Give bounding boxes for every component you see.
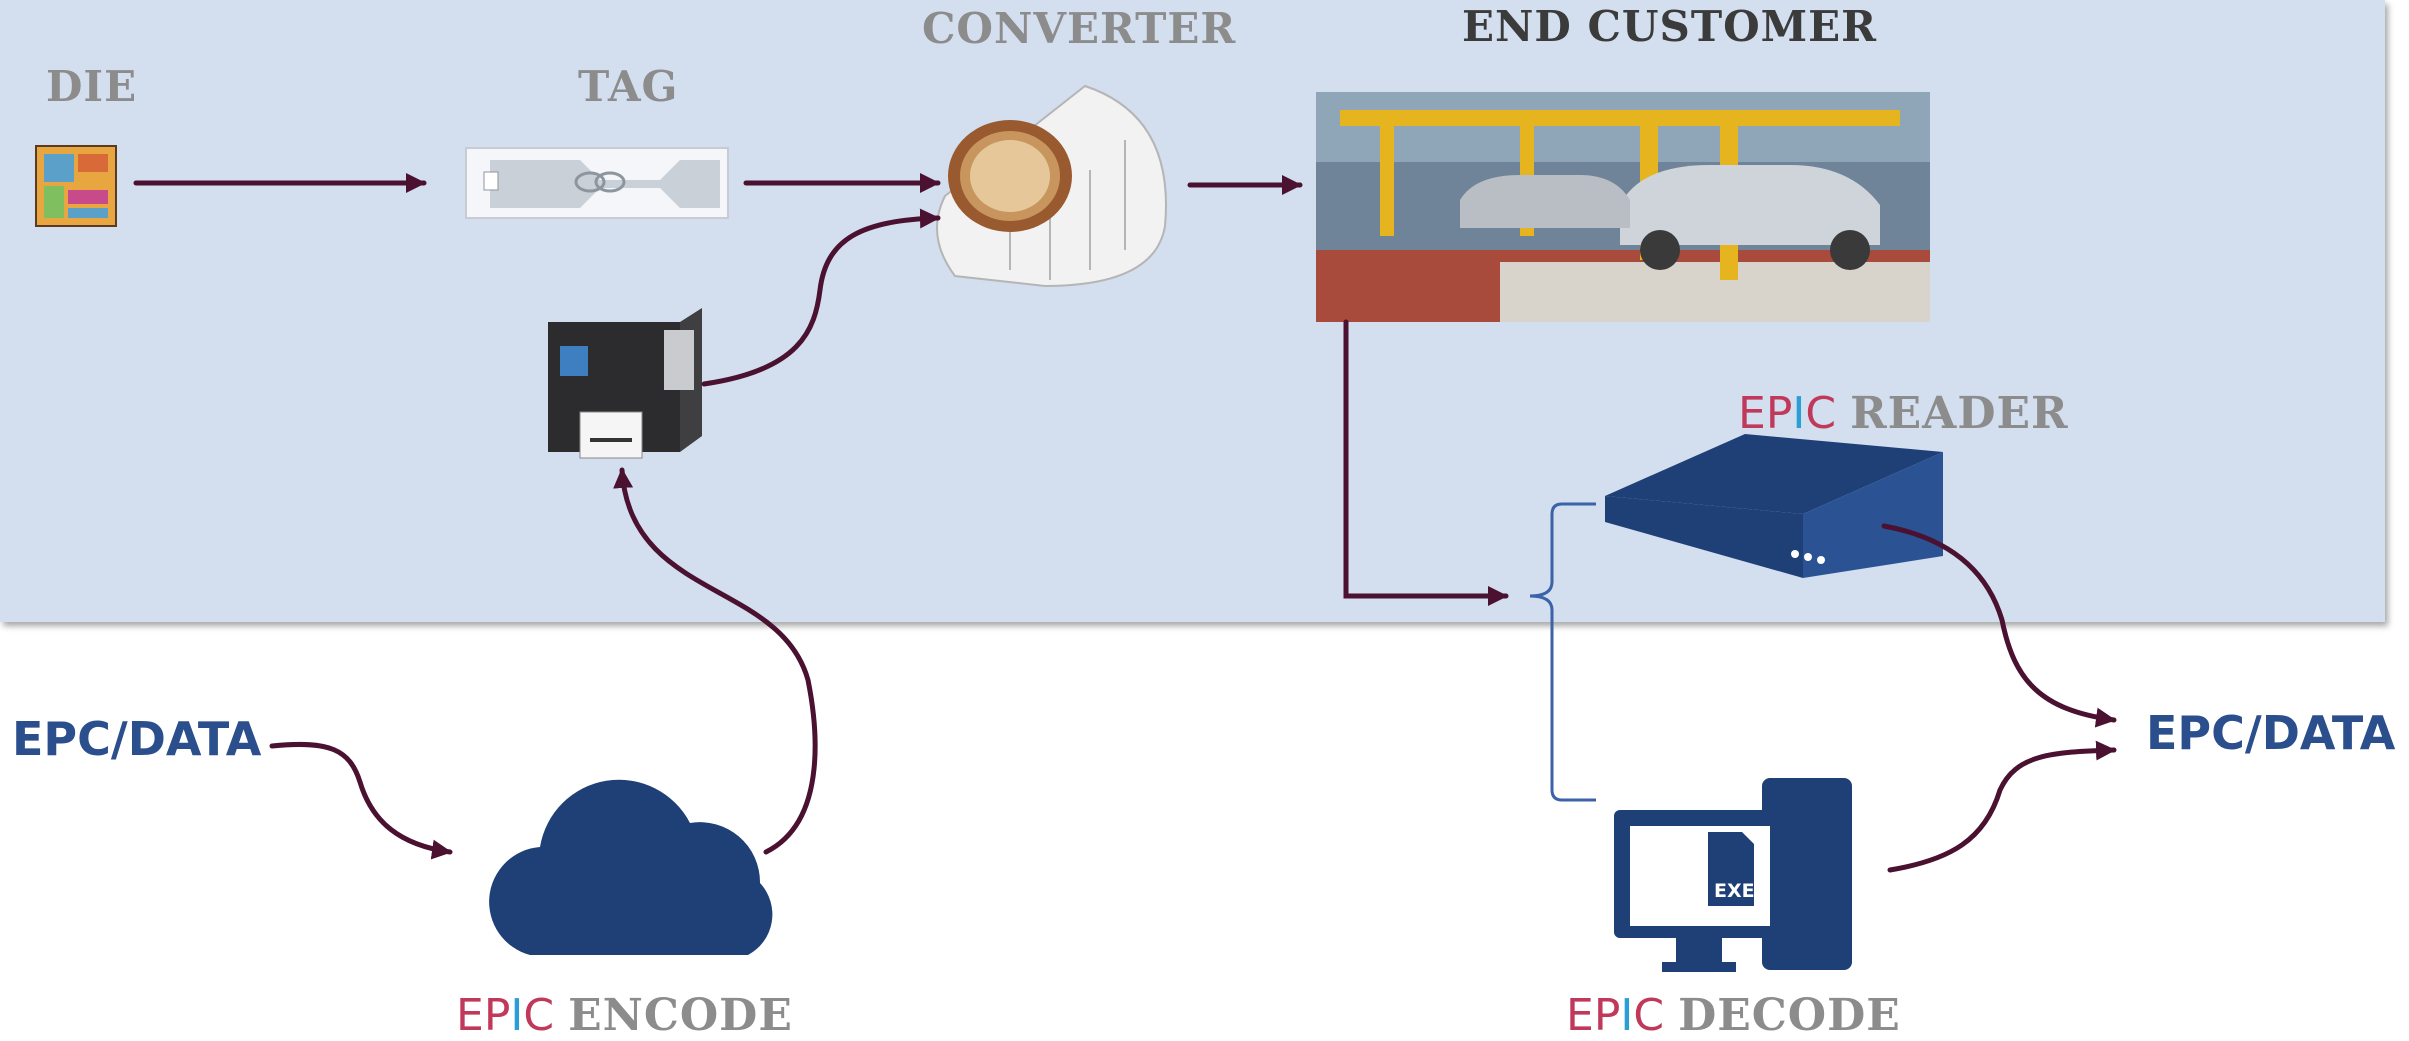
- epic-i: I: [510, 990, 524, 1041]
- decode-word: DECODE: [1678, 990, 1901, 1041]
- epic-p: P: [1593, 990, 1621, 1041]
- epic-e: E: [1738, 388, 1766, 439]
- epic-i: I: [1792, 388, 1806, 439]
- reader-server-icon: [1605, 434, 1943, 774]
- epic-c: C: [1805, 388, 1837, 439]
- stage-converter-label: CONVERTER: [922, 4, 1237, 53]
- epic-decode-label: EPIC DECODE: [1566, 990, 1901, 1041]
- stage-end-customer-label: END CUSTOMER: [1462, 2, 1878, 51]
- arrow-customer-to-split: [1343, 319, 1509, 606]
- tag-image: [465, 147, 729, 219]
- epic-p: P: [483, 990, 511, 1041]
- epc-data-output-label: EPC/DATA: [2146, 706, 2396, 760]
- arrow-epc-to-encode: [269, 741, 453, 860]
- arrow-printer-to-converter: [701, 208, 941, 387]
- stage-die-label: DIE: [46, 62, 138, 111]
- encode-word: ENCODE: [568, 990, 793, 1041]
- cloud-icon: [489, 779, 773, 955]
- label-roll-image: [936, 84, 1167, 288]
- split-bracket: [1529, 502, 1596, 802]
- epic-e: E: [1566, 990, 1594, 1041]
- die-chip-image: [35, 145, 117, 227]
- epic-reader-label: EPIC READER: [1738, 388, 2069, 439]
- epic-p: P: [1765, 388, 1793, 439]
- epic-i: I: [1620, 990, 1634, 1041]
- epic-encode-label: EPIC ENCODE: [456, 990, 793, 1041]
- exe-label: EXE: [1714, 880, 1755, 902]
- reader-word: READER: [1850, 388, 2069, 439]
- process-panel: [0, 0, 2385, 622]
- epic-e: E: [456, 990, 484, 1041]
- stage-tag-label: TAG: [578, 62, 679, 111]
- epic-c: C: [1633, 990, 1665, 1041]
- factory-photo: [1316, 92, 1930, 322]
- label-printer-image: [548, 308, 702, 459]
- arrow-decode-to-epc: [1887, 740, 2117, 873]
- computer-icon: [1614, 778, 1852, 972]
- arrow-reader-to-epc: [1881, 523, 2117, 728]
- epic-c: C: [523, 990, 555, 1041]
- arrow-encode-to-printer: [613, 467, 818, 855]
- epc-data-input-label: EPC/DATA: [12, 712, 262, 766]
